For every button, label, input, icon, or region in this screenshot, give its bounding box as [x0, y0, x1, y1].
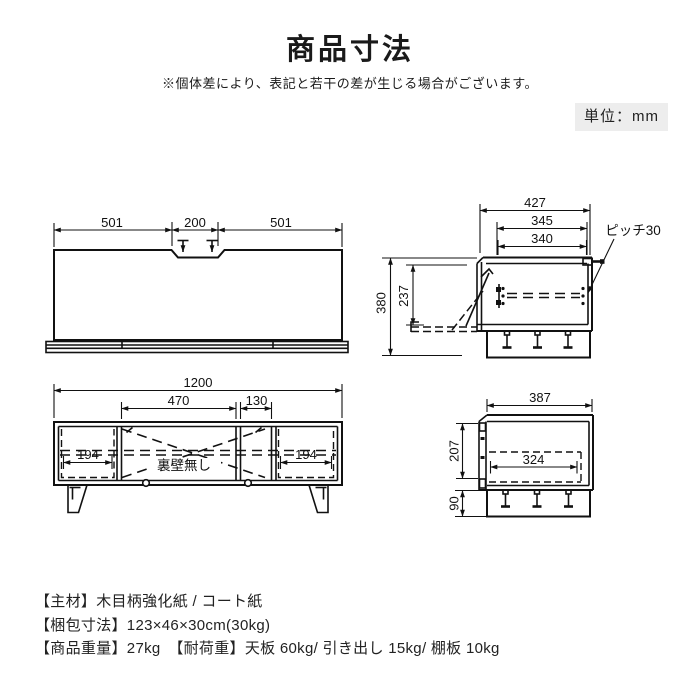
dim-inner-345: 345: [531, 213, 553, 228]
spec-weight: 【商品重量】27kg 【耐荷重】天板 60kg/ 引き出し 15kg/ 棚板 1…: [35, 640, 500, 657]
side-open-feet: [502, 330, 573, 349]
pitch-label: ピッチ30: [605, 223, 661, 238]
side-open-body: [410, 256, 605, 359]
side-open-dimensions: 427 345 340 ピッチ30 380: [374, 195, 661, 357]
dim-side-130: 130: [246, 393, 268, 408]
top-view-drawing: 501 200 501: [45, 215, 349, 354]
dim-right-drawer-194: 194: [295, 447, 317, 462]
dim-drawer-inner-324: 324: [523, 452, 545, 467]
dim-front-height-207: 207: [447, 440, 462, 462]
dim-width-1200: 1200: [184, 375, 213, 390]
dim-top-right: 501: [270, 215, 292, 230]
top-view-dimensions: 501 200 501: [53, 215, 343, 247]
no-back-wall-label: 裏壁無し: [157, 458, 211, 473]
top-view-body: [45, 239, 349, 354]
dim-height-380: 380: [374, 292, 389, 314]
dim-depth-427: 427: [524, 195, 546, 210]
side-drawer-body: 324: [478, 414, 594, 518]
dim-depth-387: 387: [529, 390, 551, 405]
dim-open-height-237: 237: [396, 285, 411, 307]
spec-package: 【梱包寸法】123×46×30cm(30kg): [35, 616, 271, 634]
dim-center-470: 470: [168, 393, 190, 408]
tolerance-note: ※個体差により、表記と若干の差が生じる場合がございます。: [162, 76, 538, 91]
dim-top-left: 501: [101, 215, 123, 230]
side-drawer-feet: [501, 489, 573, 508]
front-view-dimensions: 1200 470 130: [53, 375, 343, 419]
unit-label: 単位：mm: [575, 103, 668, 131]
front-view-body: 194 194 裏壁無し: [53, 421, 343, 514]
side-open-view-drawing: 427 345 340 ピッチ30 380: [374, 195, 661, 359]
dim-leg-height-90: 90: [447, 496, 462, 510]
side-drawer-view-drawing: 387 207 90: [447, 390, 594, 518]
side-drawer-dimensions: 387 207 90: [447, 390, 593, 518]
dim-top-center: 200: [184, 215, 206, 230]
front-view-drawing: 1200 470 130: [53, 375, 343, 514]
dim-left-drawer-194: 194: [77, 447, 99, 462]
dimension-drawings: 501 200 501: [45, 195, 661, 518]
dim-shelf-340: 340: [531, 231, 553, 246]
spec-footer: 【主材】木目柄強化紙 / コート紙 【梱包寸法】123×46×30cm(30kg…: [35, 594, 675, 665]
spec-material: 【主材】木目柄強化紙 / コート紙: [35, 593, 263, 610]
page-title: 商品寸法: [285, 34, 414, 66]
